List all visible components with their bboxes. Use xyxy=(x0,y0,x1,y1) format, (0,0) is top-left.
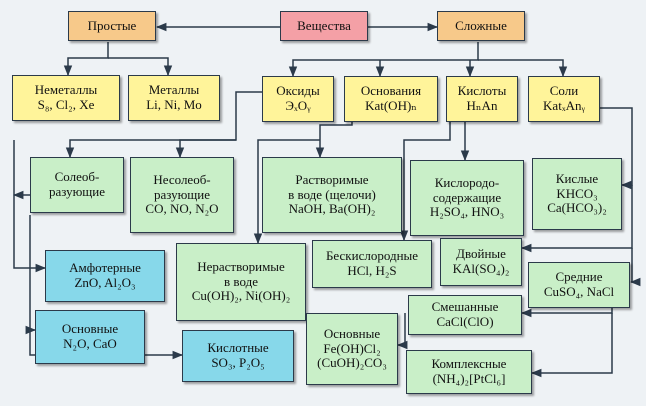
node-rastvorimye-line-1: в воде (щелочи) xyxy=(288,186,376,202)
node-srednie-line-0: Средние xyxy=(555,269,603,285)
node-nesoleobrazuyushchie-line-0: Несолеоб- xyxy=(153,172,211,188)
node-osnovnye-soli-line-2: (CuOH)₂CO₃ xyxy=(317,355,387,371)
node-nerastvorimye-line-2: Cu(OH)₂, Ni(OH)₂ xyxy=(191,288,291,304)
node-kisloty-line-0: Кислоты xyxy=(457,83,507,99)
node-kislye-line-2: Ca(HCO₃)₂ xyxy=(547,200,607,216)
node-oksidy-line-0: Оксиды xyxy=(276,83,320,99)
node-nesoleobrazuyushchie-line-1: разующие xyxy=(153,186,211,202)
node-metally-line-1: Li, Ni, Mo xyxy=(146,97,202,112)
node-prostye-line-0: Простые xyxy=(87,17,137,33)
arrow-prostye-metally xyxy=(108,57,173,77)
node-soleobrazuyushchie-line-1: разующие xyxy=(48,184,106,199)
node-smeshannye-line-0: Смешанные xyxy=(431,299,499,315)
node-veshchestva-line-0: Вещества xyxy=(297,17,351,33)
node-kislorodsoderzhashchie-line-1: содержащие xyxy=(432,189,502,205)
node-soli-line-0: Соли xyxy=(549,83,579,99)
node-kislotnye-line-1: SO₃, P₂O₅ xyxy=(211,355,265,370)
node-soleobrazuyushchie: Солеоб-разующие xyxy=(30,157,124,213)
node-prostye: Простые xyxy=(68,11,156,41)
node-osnovnye-soli-line-1: Fe(OH)Cl₂ xyxy=(323,340,381,356)
arrow-soli-osnovnye xyxy=(396,313,408,350)
node-nemetally-line-0: Неметаллы xyxy=(34,82,98,98)
arrow-slozhnye-oksidy xyxy=(288,42,479,78)
node-slozhnye-line-0: Сложные xyxy=(455,17,507,33)
node-kislotnye-line-0: Кислотные xyxy=(207,340,269,356)
node-dvoinye-line-0: Двойные xyxy=(456,246,506,262)
node-nesoleobrazuyushchie-line-2: CO, NO, N₂O xyxy=(145,201,219,217)
node-osnovnye-soli-line-0: Основные xyxy=(323,326,381,342)
node-rastvorimye-line-0: Растворимые xyxy=(295,172,369,188)
node-soli-line-1: KatₓAnᵧ xyxy=(543,98,585,113)
arrow-soli-kompleksnye xyxy=(530,313,613,378)
node-veshchestva: Вещества xyxy=(280,11,368,41)
node-kislorodsoderzhashchie-line-2: H₂SO₄, HNO₃ xyxy=(429,204,505,220)
arrow-soleobrazuyushchie-amfoternye xyxy=(13,140,47,273)
node-soleobrazuyushchie-line-0: Солеоб- xyxy=(54,169,100,185)
node-kislorodsoderzhashchie-line-0: Кислородо- xyxy=(434,175,500,191)
node-beskislorodnye-line-1: HCl, H₂S xyxy=(347,263,397,278)
node-metally-line-0: Металлы xyxy=(148,82,200,98)
node-dvoinye-line-1: KAl(SO₄)₂ xyxy=(452,261,510,276)
node-osnovaniya-line-1: Kat(OH)ₙ xyxy=(365,98,417,113)
node-osnovaniya-line-0: Основания xyxy=(360,83,422,99)
node-osnovnye-oksidy-line-1: N₂O, CaO xyxy=(63,336,117,351)
node-srednie-line-1: CuSO₄, NaCl xyxy=(543,284,615,299)
arrow-osnovaniya-nerastvorimye xyxy=(253,139,320,245)
arrow-soli-srednie xyxy=(629,248,641,287)
node-kompleksnye-line-0: Комплексные xyxy=(431,356,507,372)
arrow-oksidy-nesoleobrazuyushchie xyxy=(175,139,236,159)
node-nerastvorimye-line-0: Нерастворимые xyxy=(197,259,285,275)
node-kompleksnye-line-1: (NH₄)₂[PtCl₆] xyxy=(432,371,506,386)
node-amfoternye-line-1: ZnO, Al₂O₃ xyxy=(74,275,136,290)
node-kompleksnye: Комплексные(NH₄)₂[PtCl₆] xyxy=(406,350,532,394)
node-kislye-line-0: Кислые xyxy=(555,171,599,187)
node-nemetally-line-1: S₈, Cl₂, Xe xyxy=(37,97,95,112)
arrow-slozhnye-soli xyxy=(478,59,568,78)
node-smeshannye-line-1: CaCl(ClO) xyxy=(436,314,494,329)
arrow-kisloty-beskislorodnye xyxy=(399,108,451,242)
node-amfoternye-line-0: Амфотерные xyxy=(69,260,141,276)
arrow-prostye-nemetally xyxy=(63,42,109,77)
node-osnovnye-oksidy-line-0: Основные xyxy=(61,321,119,337)
node-beskislorodnye-line-0: Бескислородные xyxy=(325,248,419,264)
node-kisloty-line-1: HₙAn xyxy=(466,98,498,113)
node-oksidy-line-1: ЭₓOᵧ xyxy=(285,98,311,113)
node-nerastvorimye-line-1: в воде xyxy=(224,273,258,289)
node-kislye-line-1: KHCO₃ xyxy=(556,185,598,201)
node-slozhnye: Сложные xyxy=(437,11,525,41)
node-rastvorimye-line-2: NaOH, Ba(OH)₂ xyxy=(288,201,376,217)
arrow-soli-kislye xyxy=(600,107,633,190)
